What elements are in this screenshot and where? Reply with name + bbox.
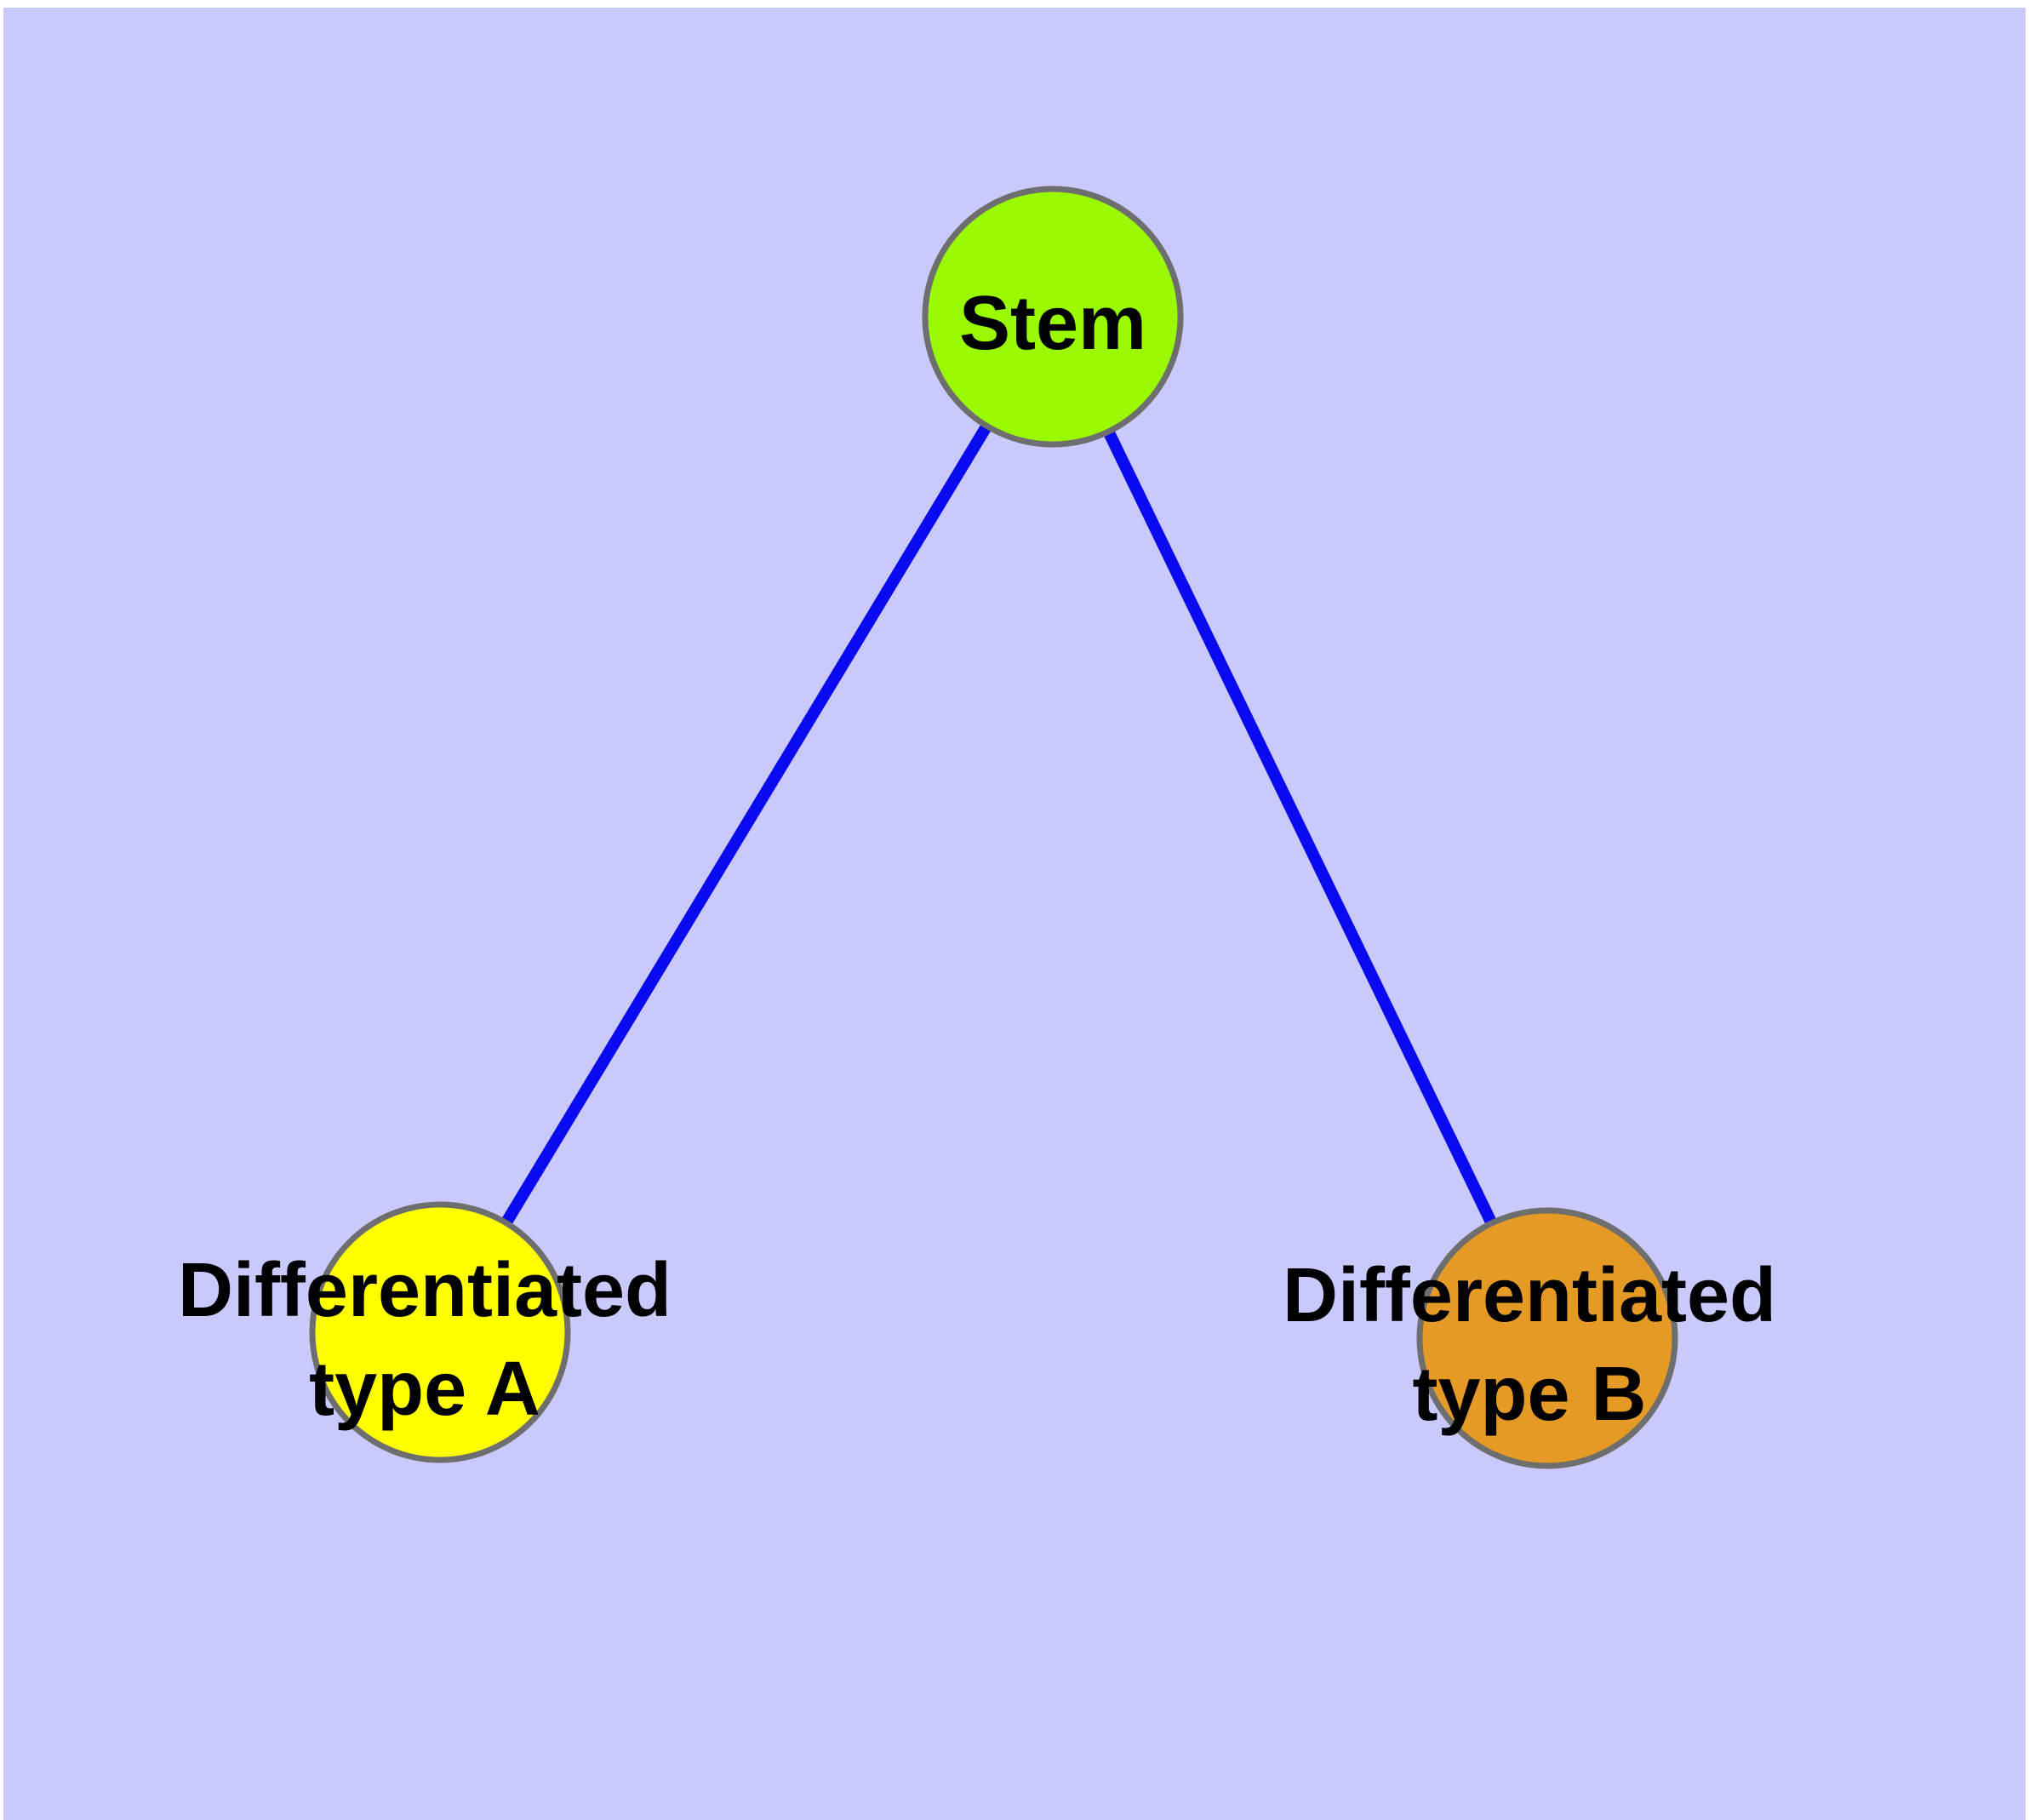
edge-group — [435, 313, 1553, 1342]
node-group — [309, 186, 1678, 1469]
edge-stem-to-type-b — [1047, 313, 1553, 1342]
node-type-b-label: Differentiated type B — [1283, 1253, 1776, 1437]
node-differentiated-type-b — [1416, 1207, 1678, 1469]
node-stem-label: Stem — [959, 281, 1146, 366]
node-type-b-label-line1: Differentiated — [1283, 1253, 1776, 1338]
node-type-a-label-line2: type A — [309, 1347, 540, 1432]
node-type-a-label: Differentiated type A — [178, 1248, 672, 1432]
node-differentiated-type-a — [309, 1201, 571, 1463]
node-type-a-label-line1: Differentiated — [178, 1248, 672, 1333]
node-stem — [922, 186, 1184, 448]
node-type-b-label-line2: type B — [1412, 1352, 1646, 1437]
edge-stem-to-type-a — [435, 313, 1058, 1336]
